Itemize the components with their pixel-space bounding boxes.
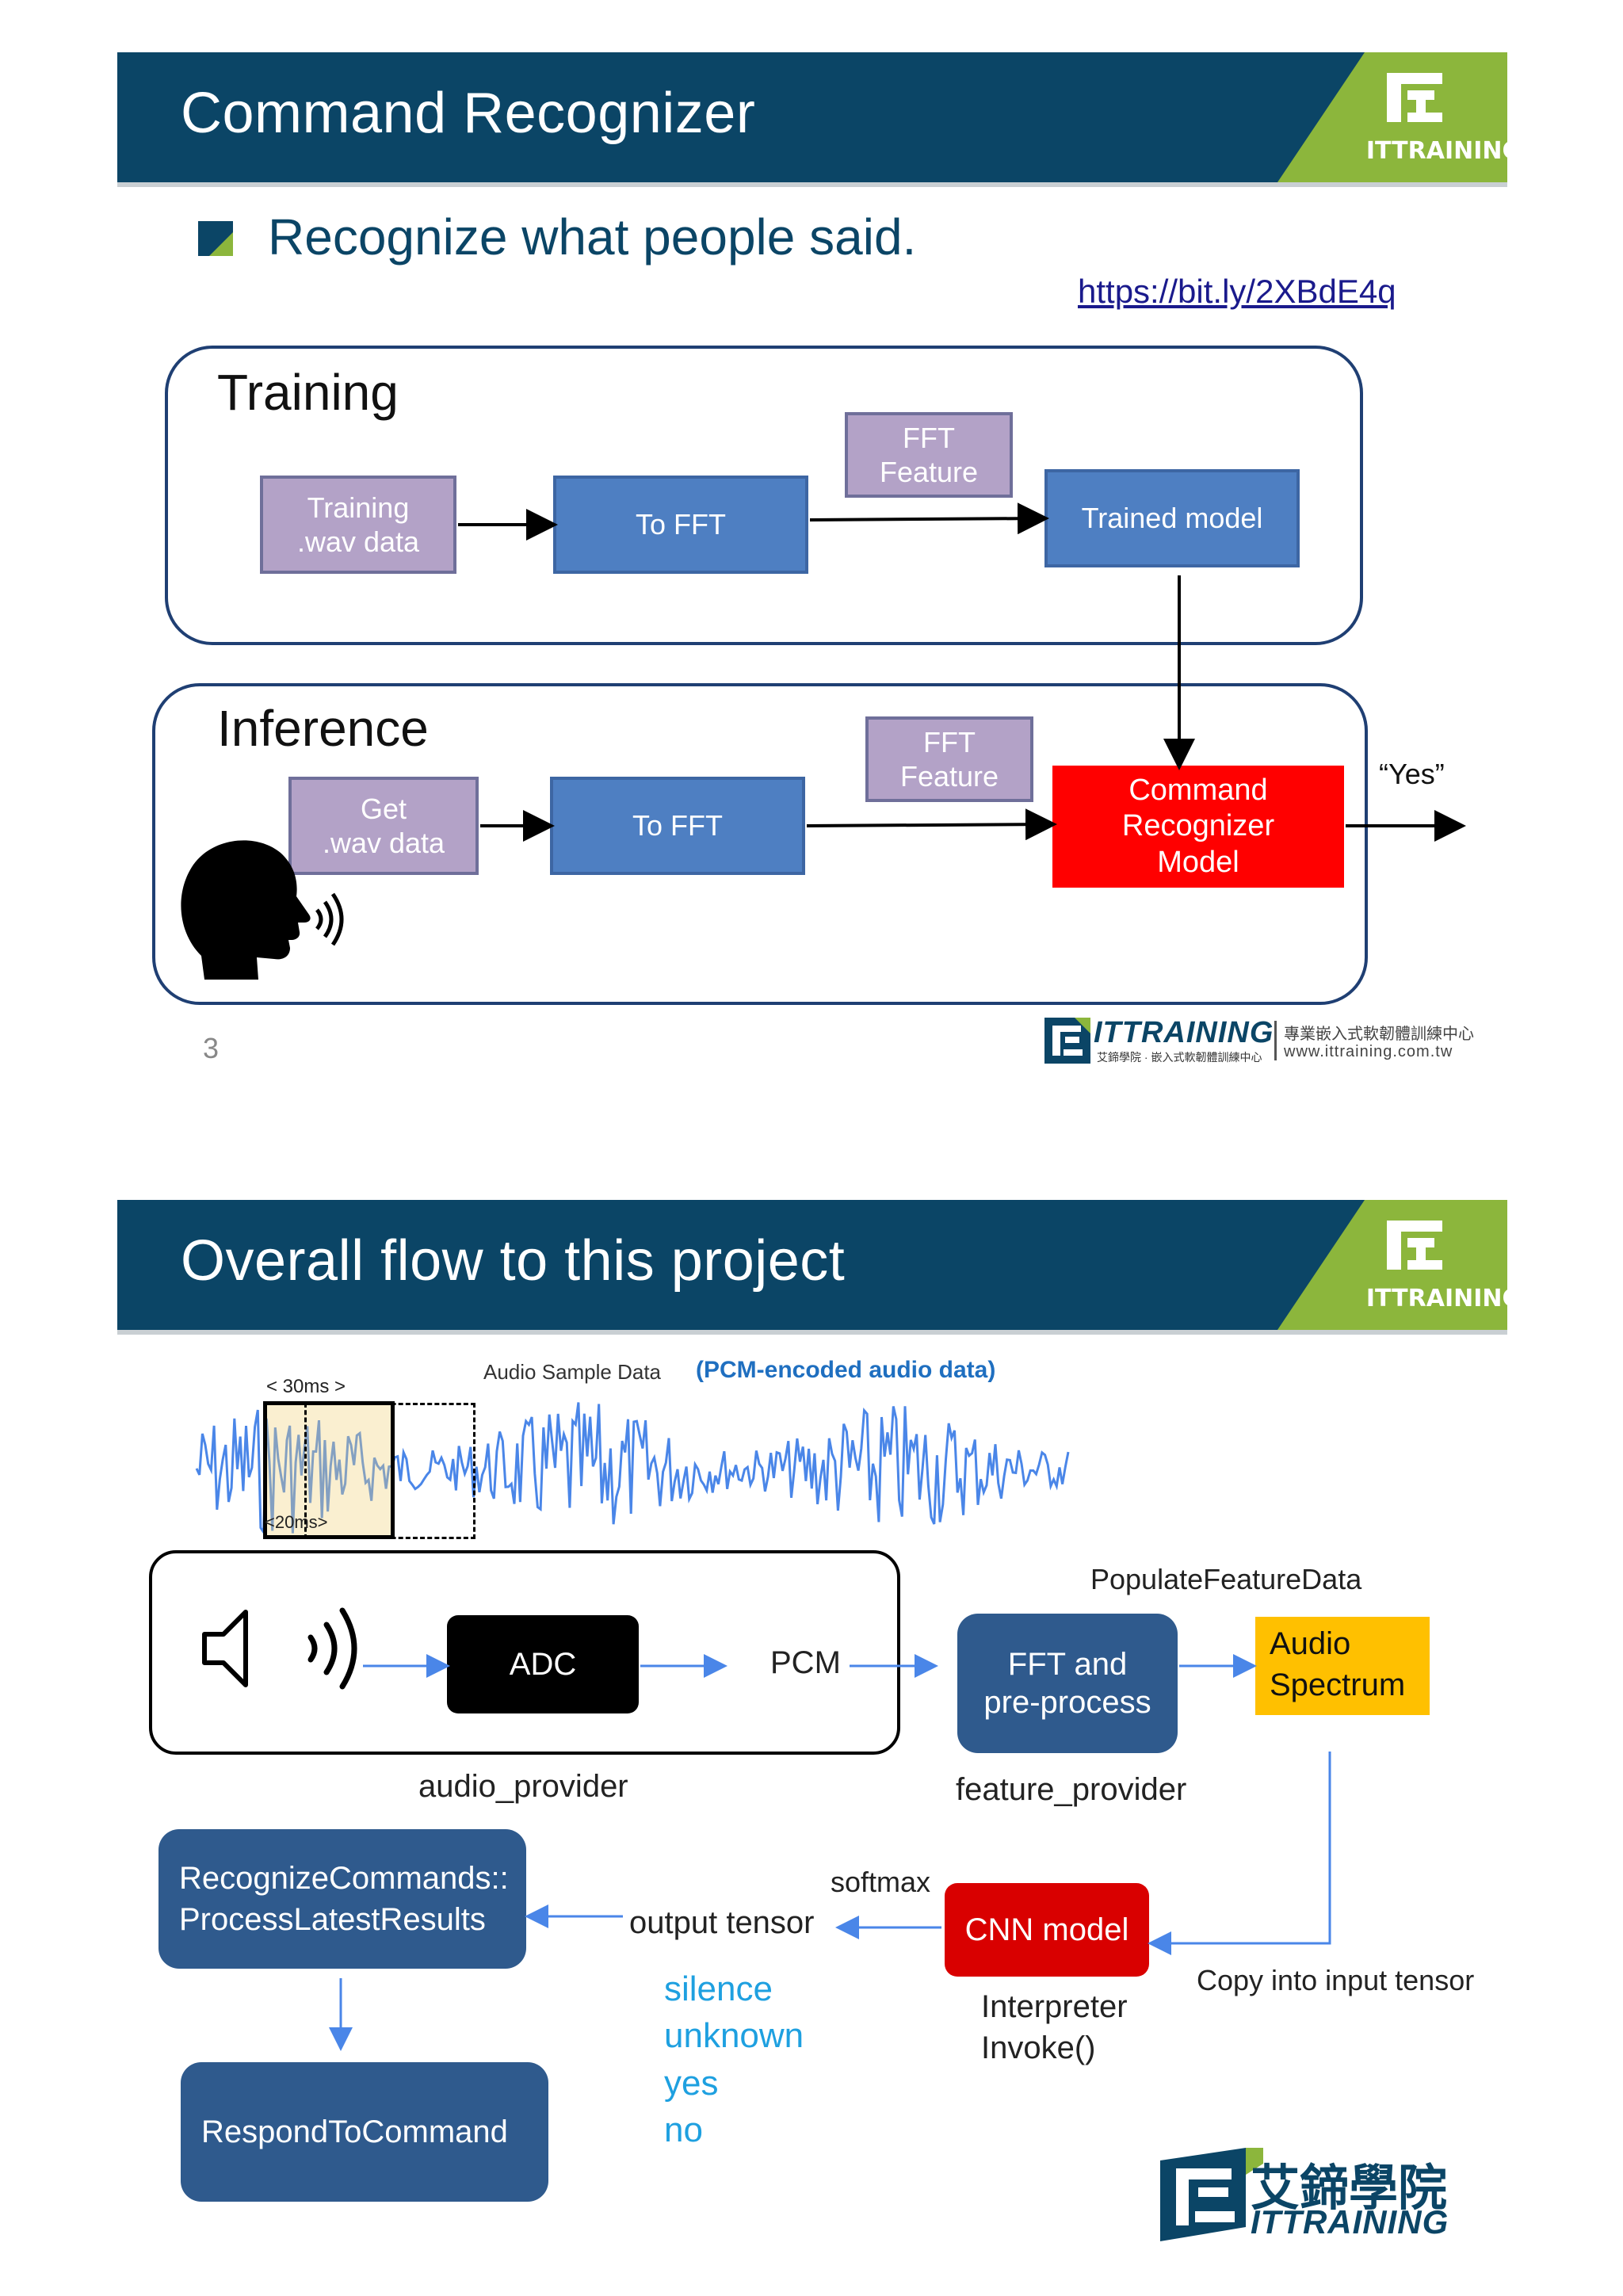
command-recognizer-model-box: Command Recognizer Model — [1052, 766, 1344, 888]
footer-url: www.ittraining.com.tw — [1284, 1043, 1453, 1060]
waveform-subtitle: (PCM-encoded audio data) — [696, 1357, 996, 1383]
audio-provider-group — [149, 1550, 900, 1755]
slide-title: Overall flow to this project — [181, 1229, 846, 1293]
recognize-commands-box: RecognizeCommands:: ProcessLatestResults — [158, 1829, 526, 1969]
footer-tagline: 專業嵌入式軟韌體訓練中心 — [1284, 1026, 1474, 1043]
header-divider — [117, 1330, 1507, 1335]
feature-provider-label: feature_provider — [956, 1772, 1187, 1807]
training-label: Training — [217, 364, 399, 421]
window-30ms-label: < 30ms > — [266, 1376, 346, 1397]
ittraining-badge-icon: ITTRAINING — [1277, 52, 1507, 182]
footer-brand: ITTRAINING — [1094, 1016, 1274, 1049]
training-wav-box: Training .wav data — [260, 476, 456, 574]
ittraining-badge-icon: ITTRAINING — [1277, 1200, 1507, 1330]
slide-overall-flow: Overall flow to this project ITTRAINING … — [117, 1200, 1507, 2243]
cnn-model-box: CNN model — [945, 1883, 1149, 1977]
waveform-line — [195, 1402, 1070, 1537]
adc-box: ADC — [447, 1615, 639, 1713]
inference-group — [152, 683, 1368, 1005]
slide-title: Command Recognizer — [181, 82, 756, 145]
trained-model-box: Trained model — [1044, 469, 1300, 567]
waveform-title: Audio Sample Data — [483, 1360, 662, 1384]
speaker-sound-icon — [202, 1607, 357, 1690]
reference-link[interactable]: https://bit.ly/2XBdE4q — [1078, 273, 1396, 310]
window-20ms-next — [304, 1403, 475, 1539]
slide-header — [117, 1200, 1507, 1330]
interpreter-invoke-label: Interpreter Invoke() — [981, 1989, 1128, 2065]
class-no: no — [664, 2111, 703, 2150]
bullet-text: Recognize what people said. — [268, 208, 917, 266]
pcm-waveform — [195, 1402, 1070, 1537]
inference-label: Inference — [217, 700, 429, 757]
window-20ms-label: <20ms> — [265, 1512, 328, 1532]
slide2-arrows — [329, 1654, 1331, 2051]
bullet-icon — [198, 221, 233, 256]
logo-english-name: ITTRAINING — [1251, 2203, 1449, 2241]
output-tensor-label: output tensor — [629, 1905, 815, 1940]
audio-provider-label: audio_provider — [418, 1769, 628, 1804]
inference-to-fft-box: To FFT — [550, 777, 805, 875]
badge-text: ITTRAINING — [1366, 137, 1507, 165]
logo-chinese-name: 艾鍗學院 — [1251, 2159, 1448, 2217]
class-yes: yes — [664, 2063, 719, 2103]
respond-to-command-box: RespondToCommand — [181, 2062, 548, 2202]
class-silence: silence — [664, 1969, 773, 2008]
copy-input-tensor-label: Copy into input tensor — [1197, 1964, 1475, 1996]
footer-divider — [1274, 1021, 1277, 1060]
softmax-label: softmax — [831, 1866, 931, 1898]
audio-spectrum-box: Audio Spectrum — [1255, 1617, 1430, 1715]
page-number: 3 — [203, 1032, 220, 1064]
header-divider — [117, 182, 1507, 187]
pcm-label: PCM — [770, 1645, 841, 1680]
training-group — [165, 346, 1363, 645]
speaking-head-icon — [181, 840, 344, 980]
footer-brand-sub: 艾鍗學院 · 嵌入式軟韌體訓練中心 — [1097, 1051, 1262, 1064]
slide1-arrows — [458, 502, 1466, 842]
ittraining-footer-logo-icon — [1044, 1018, 1090, 1064]
slide-header — [117, 52, 1507, 182]
inference-fft-feature-box: FFT Feature — [865, 716, 1033, 802]
training-to-fft-box: To FFT — [553, 476, 808, 574]
training-fft-feature-box: FFT Feature — [845, 412, 1013, 498]
output-yes-label: “Yes” — [1379, 758, 1445, 790]
fft-preprocess-box: FFT and pre-process — [957, 1614, 1178, 1753]
inference-wav-box: Get .wav data — [288, 777, 479, 875]
slide-command-recognizer: Command Recognizer ITTRAINING Recognize … — [117, 52, 1507, 1095]
populate-feature-data-label: PopulateFeatureData — [1090, 1563, 1362, 1595]
badge-text: ITTRAINING — [1366, 1285, 1507, 1312]
ittraining-logo-icon — [1160, 2148, 1263, 2241]
class-list: silence unknown yes no — [664, 1966, 804, 2154]
class-unknown: unknown — [664, 2016, 804, 2056]
